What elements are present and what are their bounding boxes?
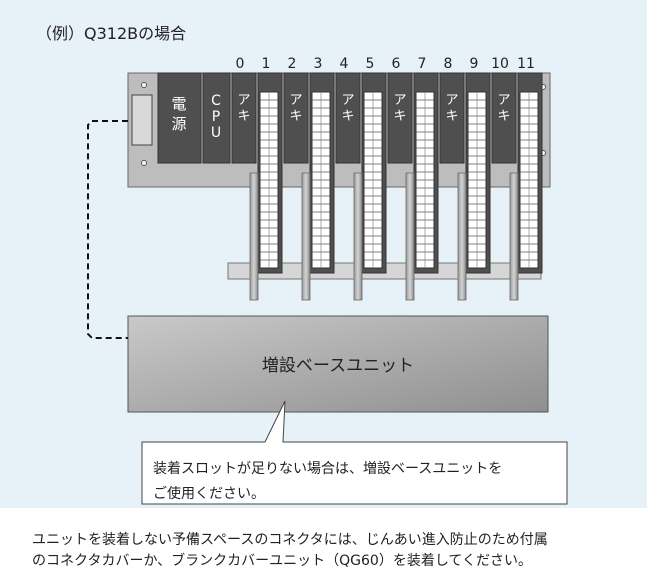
slot-number-5: 5 xyxy=(366,56,375,72)
empty-slot xyxy=(439,72,465,164)
cpu-label-char: U xyxy=(211,125,221,141)
slot-number-10: 10 xyxy=(491,56,509,72)
slot-number-11: 11 xyxy=(517,56,535,72)
slot-number-4: 4 xyxy=(340,56,349,72)
empty-slot xyxy=(335,72,361,164)
slot-number-8: 8 xyxy=(444,56,453,72)
empty-slot xyxy=(491,72,517,164)
power-supply-module xyxy=(157,72,202,164)
io-cable xyxy=(353,172,363,301)
empty-slot-label-char: ア xyxy=(289,93,302,108)
slot-number-3: 3 xyxy=(314,56,323,72)
note-line-2: のコネクタカバーか、ブランクカバーユニット（QG60）を装着してください。 xyxy=(32,553,533,569)
slot-number-6: 6 xyxy=(392,56,401,72)
io-cable xyxy=(509,172,519,301)
io-cable xyxy=(249,172,259,301)
empty-slot-label-char: ア xyxy=(237,93,250,108)
cpu-label-char: P xyxy=(212,109,220,125)
empty-slot-label-char: キ xyxy=(393,109,406,124)
callout-box xyxy=(141,400,568,505)
callout-line-1: 装着スロットが足りない場合は、増設ベースユニットを xyxy=(153,461,503,477)
page-title: （例）Q312Bの場合 xyxy=(36,24,187,43)
slot-number-9: 9 xyxy=(470,56,479,72)
extension-cable xyxy=(87,120,128,339)
cpu-label-char: C xyxy=(211,93,221,109)
empty-slot-label-char: キ xyxy=(341,109,354,124)
empty-slot-label-char: キ xyxy=(497,109,510,124)
empty-slot xyxy=(387,72,413,164)
io-cable xyxy=(457,172,467,301)
callout-line-2: ご使用ください。 xyxy=(153,486,265,502)
empty-slot-label-char: キ xyxy=(289,109,302,124)
power-label-char: 電 xyxy=(171,95,186,113)
power-label-char: 源 xyxy=(171,115,186,133)
empty-slot-label-char: ア xyxy=(341,93,354,108)
io-cable xyxy=(405,172,415,301)
empty-slot xyxy=(231,72,257,164)
extension-base-unit xyxy=(127,315,549,413)
empty-slot-label-char: ア xyxy=(497,93,510,108)
extension-base-label: 増設ベースユニット xyxy=(262,356,414,376)
slot-number-2: 2 xyxy=(288,56,297,72)
slot-number-7: 7 xyxy=(418,56,427,72)
empty-slot-label-char: キ xyxy=(237,109,250,124)
note-line-1: ユニットを装着しない予備スペースのコネクタには、じんあい進入防止のため付属 xyxy=(32,532,548,548)
extension-connector xyxy=(131,94,153,146)
empty-slot-label-char: ア xyxy=(393,93,406,108)
empty-slot-label-char: ア xyxy=(445,93,458,108)
empty-slot-label-char: キ xyxy=(445,109,458,124)
empty-slot xyxy=(283,72,309,164)
io-cable xyxy=(301,172,311,301)
slot-number-0: 0 xyxy=(236,56,245,72)
cpu-module xyxy=(202,72,231,164)
slot-number-1: 1 xyxy=(262,56,271,72)
